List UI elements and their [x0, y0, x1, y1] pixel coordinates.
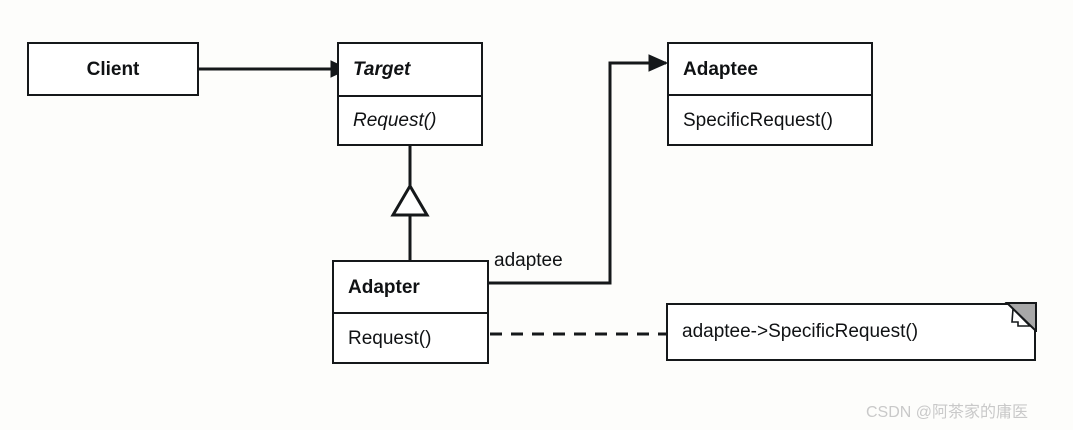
class-operation-adapter-request: Request() [334, 312, 487, 362]
class-name-adaptee: Adaptee [683, 58, 758, 80]
class-name-adapter: Adapter [348, 276, 420, 298]
class-name-client: Client [86, 58, 140, 80]
uml-class-target[interactable]: Target Request() [337, 42, 483, 146]
note-fold-icon [1004, 302, 1037, 332]
edge-adapter-to-target-generalization [390, 146, 430, 260]
uml-class-adapter[interactable]: Adapter Request() [332, 260, 489, 364]
uml-note-comment[interactable]: adaptee->SpecificRequest() [666, 302, 1037, 361]
class-operation-adaptee-specificrequest: SpecificRequest() [669, 94, 871, 144]
uml-class-client[interactable]: Client [27, 42, 199, 96]
arrowhead-filled-icon [648, 54, 669, 72]
hollow-triangle-icon [390, 183, 430, 217]
note-body [666, 303, 1036, 361]
class-operation-target-request: Request() [339, 95, 481, 144]
edge-client-to-target [199, 60, 350, 78]
edge-adapter-to-adaptee [489, 54, 669, 285]
uml-class-adaptee[interactable]: Adaptee SpecificRequest() [667, 42, 873, 146]
association-role-label-adaptee: adaptee [494, 250, 563, 271]
note-text: adaptee->SpecificRequest() [682, 321, 919, 342]
watermark-text: CSDN @阿茶家的庸医 [866, 404, 1029, 421]
class-name-target: Target [353, 59, 411, 80]
